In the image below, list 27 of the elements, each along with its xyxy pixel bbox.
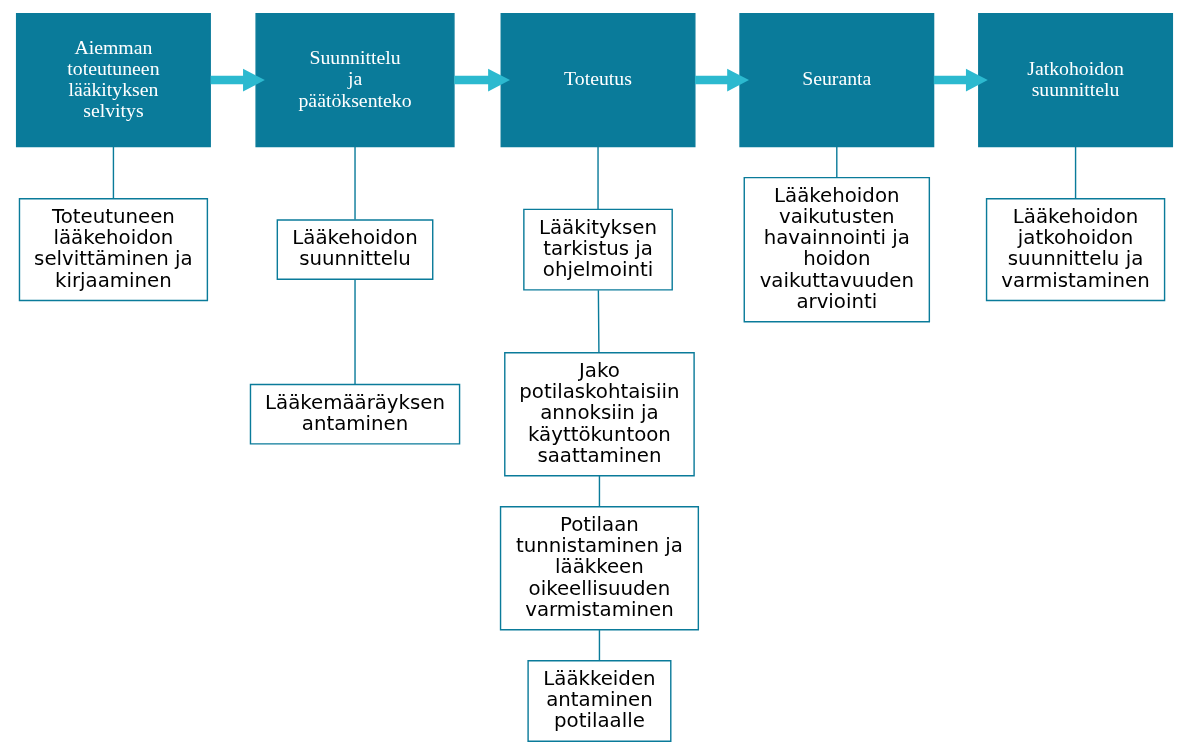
connector	[596, 146, 599, 210]
arrow	[453, 68, 510, 92]
connector	[1074, 146, 1076, 200]
node-box: Lääkemääräyksen antaminen	[249, 383, 460, 445]
connector	[112, 146, 114, 200]
node-box: Suunnittelu ja päätöksenteko	[254, 13, 455, 148]
node-box: Toteutuneen lääkehoidon selvittäminen ja kirjaaminen	[18, 198, 208, 302]
node-box: Lääkehoidon vaikutusten havainnointi ja hoidon vaikuttavuuden arviointi	[743, 176, 930, 323]
node-box: Potilaan tunnistaminen ja lääkkeen oikeellisuuden varmistaminen	[499, 506, 699, 631]
node-box: Jako potilaskohtaisiin annoksiin ja käyttökuntoon saattaminen	[503, 352, 695, 477]
connector	[353, 278, 356, 386]
connector	[598, 475, 600, 508]
connector	[598, 629, 600, 662]
arrow	[933, 68, 988, 92]
arrow	[210, 68, 265, 92]
node-box: Lääkehoidon jatkohoidon suunnittelu ja varmistaminen	[985, 198, 1165, 302]
connector	[835, 146, 837, 179]
node-box: Lääkityksen tarkistus ja ohjelmointi	[522, 208, 673, 291]
node-box: Lääkkeiden antaminen potilaalle	[526, 660, 671, 742]
connector	[597, 289, 600, 354]
node-box: Toteutus	[500, 13, 695, 148]
connector	[353, 146, 356, 221]
arrow	[694, 68, 749, 92]
node-box: Jatkohoidon suunnittelu	[977, 13, 1173, 148]
node-box: Seuranta	[738, 13, 934, 148]
node-box: Lääkehoidon suunnittelu	[276, 219, 433, 280]
node-box: Aiemman toteutuneen lääkityksen selvitys	[15, 13, 211, 148]
